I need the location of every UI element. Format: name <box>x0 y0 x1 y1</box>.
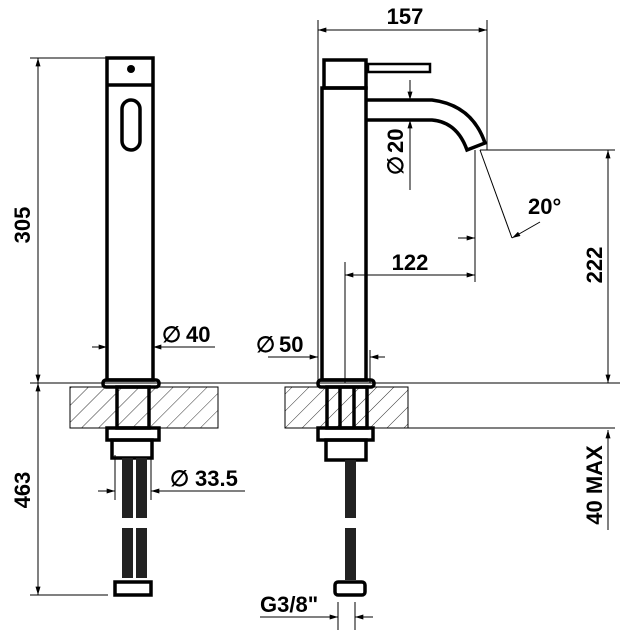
counter-section-left <box>69 386 219 429</box>
dim-diameter-50: 50 <box>279 332 303 357</box>
dim-angle-20: 20° <box>528 194 561 219</box>
diameter-symbol: ∅ <box>383 156 408 175</box>
side-view: 157 ∅ 20 222 40 MAX 122 20° ∅ 50 G3/8" <box>256 4 615 630</box>
handle-slot <box>120 98 142 152</box>
lever-head <box>322 58 368 90</box>
supply-hoses-front <box>113 458 153 597</box>
dim-463: 463 <box>10 472 35 509</box>
front-view: 305 463 ∅ 40 ∅ 33.5 <box>10 56 620 597</box>
cap-hole <box>127 65 135 73</box>
dim-diameter-33-5: 33.5 <box>195 466 238 491</box>
counter-section-right <box>284 386 409 429</box>
supply-hose-side <box>345 460 356 518</box>
dim-157: 157 <box>387 4 424 29</box>
dim-122: 122 <box>392 250 429 275</box>
diameter-symbol: ∅ <box>256 332 275 357</box>
dim-305: 305 <box>10 207 35 244</box>
diameter-symbol: ∅ <box>162 322 181 347</box>
faucet-body-front <box>105 56 155 382</box>
dim-thread-g3-8: G3/8" <box>260 592 318 617</box>
dim-diameter-20: 20 <box>383 129 408 153</box>
mounting-nut <box>105 426 161 442</box>
dim-40-max: 40 MAX <box>582 445 607 525</box>
lever-arm <box>366 62 432 74</box>
spout <box>366 98 488 153</box>
dim-diameter-40: 40 <box>186 322 210 347</box>
dim-222: 222 <box>582 247 607 284</box>
faucet-body-side <box>320 86 368 382</box>
diameter-symbol: ∅ <box>170 466 189 491</box>
